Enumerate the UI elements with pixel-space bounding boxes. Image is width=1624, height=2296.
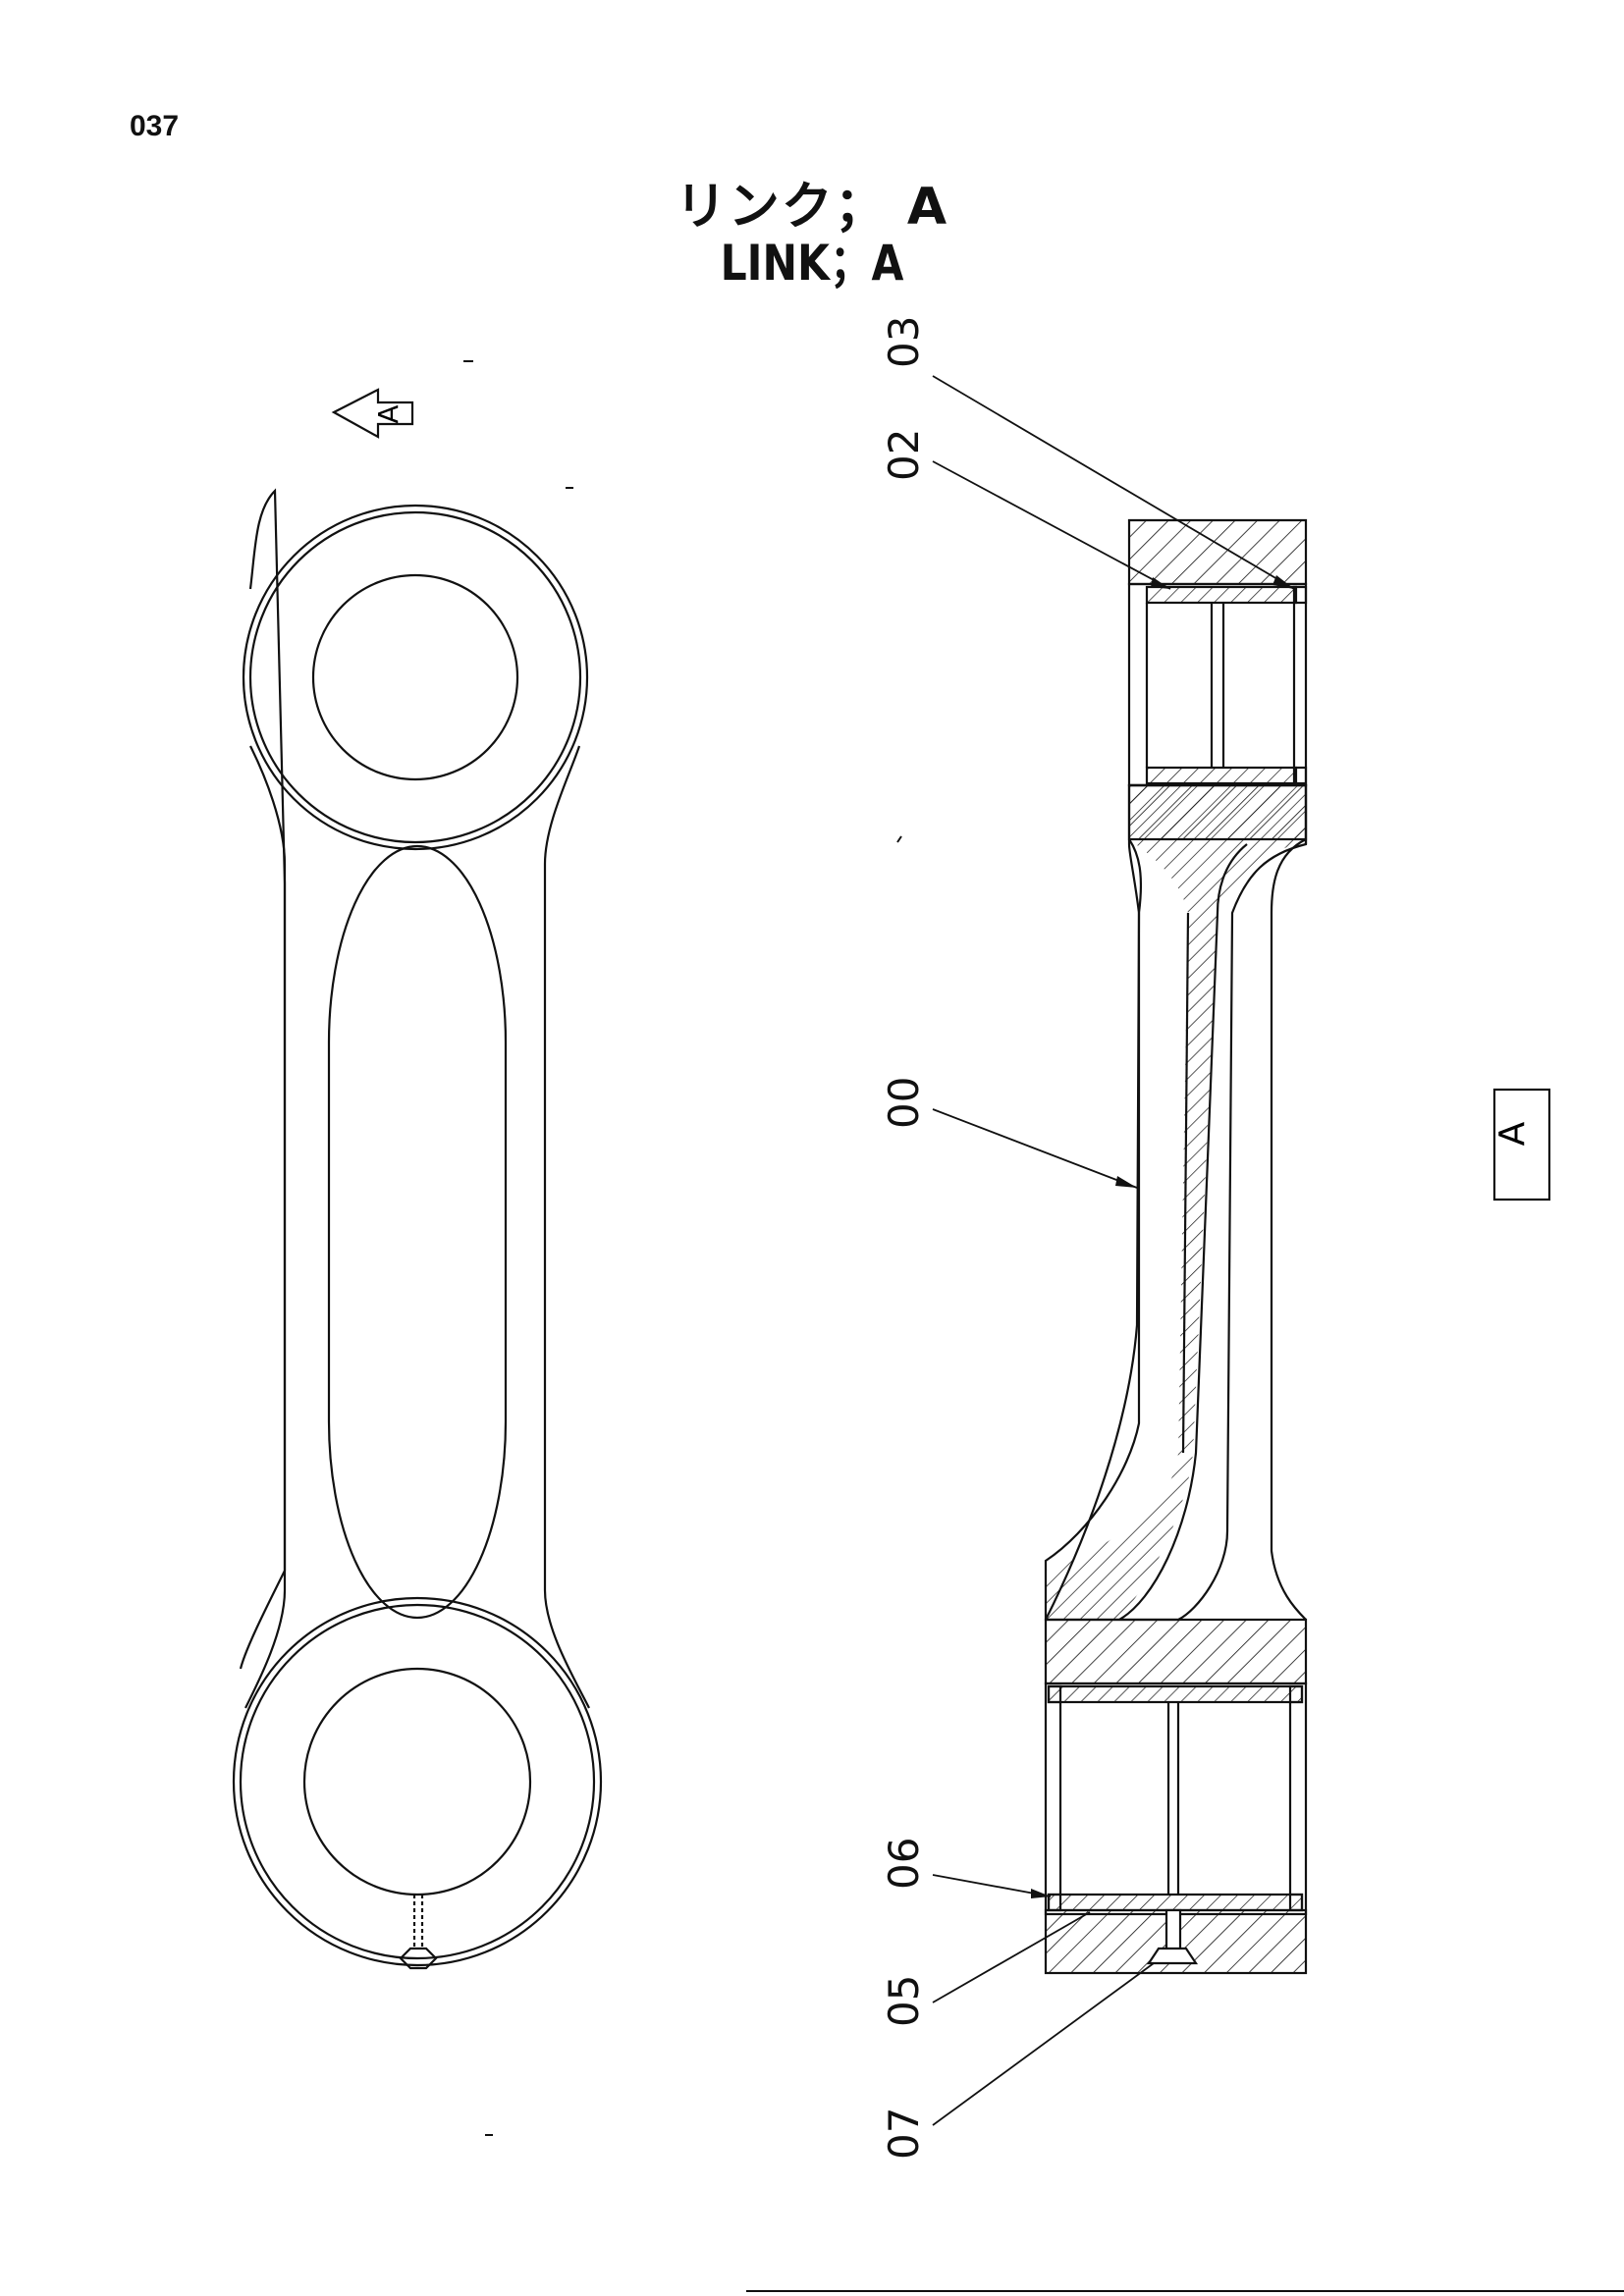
bushing-bottom bbox=[1047, 1684, 1304, 1704]
leader-00 bbox=[932, 1108, 1138, 1189]
leader-arrowheads bbox=[1031, 575, 1294, 1898]
view-label-box: A bbox=[1492, 1088, 1551, 1201]
view-arrow-label: A bbox=[372, 404, 405, 423]
bushing-top bbox=[1145, 585, 1298, 605]
grease-fitting bbox=[399, 1947, 438, 1970]
link-section-view bbox=[1044, 518, 1308, 1975]
view-box-label: A bbox=[1492, 1121, 1533, 1146]
leader-02 bbox=[932, 460, 1171, 590]
stray-marks bbox=[463, 360, 1624, 2292]
page-number: 037 bbox=[130, 110, 180, 142]
callout-06: 06 bbox=[880, 1838, 928, 1890]
view-arrow: A bbox=[331, 388, 414, 439]
bottom-boss-bore bbox=[302, 1667, 532, 1896]
leader-05 bbox=[932, 1911, 1091, 2003]
top-boss-bore bbox=[311, 573, 519, 781]
callout-05: 05 bbox=[880, 1975, 928, 2027]
leader-lines bbox=[932, 375, 1295, 2126]
link-plan-view bbox=[232, 488, 603, 1970]
leader-03 bbox=[932, 375, 1295, 590]
callout-00: 00 bbox=[880, 1077, 928, 1129]
callout-07: 07 bbox=[880, 2108, 928, 2160]
leader-07 bbox=[932, 1962, 1155, 2126]
center-pocket bbox=[327, 844, 508, 1620]
body-left-edge bbox=[239, 488, 287, 1670]
top-boss-outer bbox=[242, 504, 589, 851]
title-japanese: リンク； A bbox=[675, 178, 949, 237]
title-english: LINK；A bbox=[720, 235, 904, 292]
callout-02: 02 bbox=[880, 429, 928, 481]
bottom-boss-outer bbox=[232, 1596, 603, 1967]
callout-03: 03 bbox=[880, 316, 928, 368]
